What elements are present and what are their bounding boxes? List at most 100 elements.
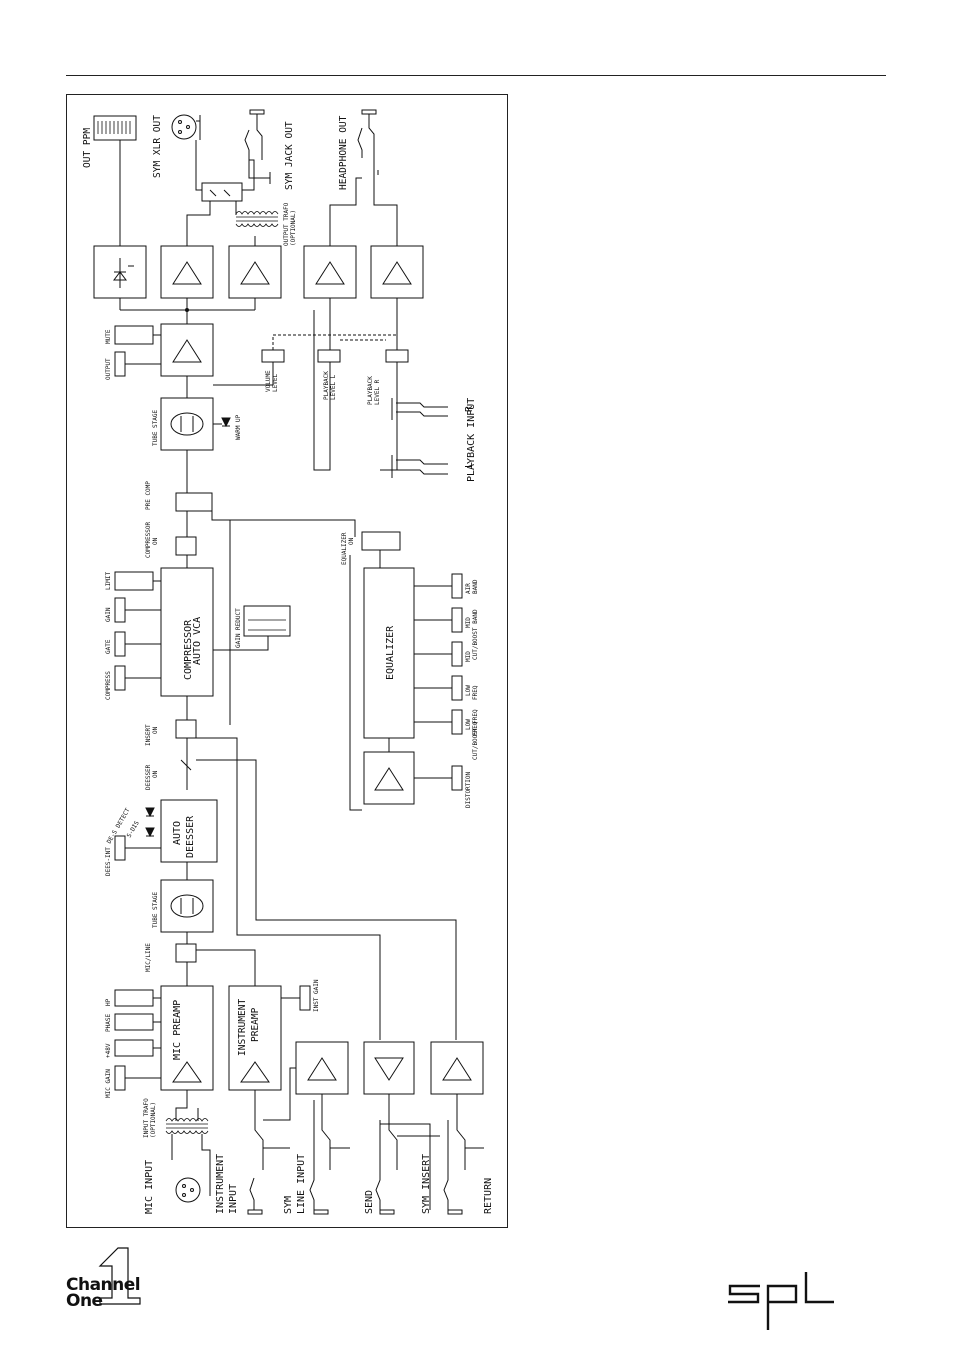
mic-gain-pot: [114, 1065, 126, 1091]
label-air: AIR: [465, 583, 472, 594]
gain-pot: [114, 597, 126, 623]
channel-one-logo-icon: [98, 1247, 141, 1305]
output-amp-block-1: [160, 245, 214, 299]
label-distortion: DISTORTION: [465, 771, 472, 808]
ppm-meter-icon: [93, 115, 137, 141]
label-input-trafo: INPUT TRAFO: [143, 1098, 150, 1138]
air-pot: [451, 573, 463, 599]
label-gate: GATE: [105, 639, 112, 654]
label-sym-xlr-out: SYM XLR OUT: [152, 115, 163, 178]
label-output-trafo-opt: (OPTIONAL): [290, 210, 297, 246]
send-jack-icon: [375, 1094, 398, 1215]
return-jack-icon: [443, 1094, 484, 1215]
xlr-in-icon: [175, 1177, 201, 1203]
label-playback-r-2: LEVEL R: [374, 379, 381, 405]
label-mid-cut: MID: [465, 617, 472, 628]
label-de-s-detect: DE-S DETECT: [106, 807, 132, 845]
label-instrument-input-2: INPUT: [228, 1184, 239, 1214]
label-compress: COMPRESS: [105, 671, 112, 700]
mic-line-switch: [175, 943, 197, 963]
48v-switch: [114, 1039, 154, 1057]
label-playback-input: PLAYBACK INPUT: [466, 398, 477, 482]
label-output: OUTPUT: [105, 358, 112, 380]
tube-stage-block-2: [160, 879, 214, 933]
label-r: R: [464, 405, 475, 412]
label-band: BAND: [472, 579, 479, 594]
label-sym-insert: SYM INSERT: [421, 1154, 432, 1214]
label-freq-mid: FREQ: [472, 685, 479, 700]
mid-cut-pot: [451, 607, 463, 633]
label-instrument-preamp-2: PREAMP: [250, 1007, 261, 1042]
label-gain: GAIN: [105, 607, 112, 622]
label-mic-gain: MIC GAIN: [105, 1069, 112, 1098]
s-dis-led-icon: [145, 827, 155, 838]
headphone-amp-left: [303, 245, 357, 299]
label-inst-gain: INST GAIN: [313, 979, 320, 1012]
line-input-jack-icon: [309, 1094, 350, 1215]
label-return: RETURN: [483, 1178, 494, 1214]
limit-switch: [114, 571, 154, 591]
compressor-on-switch: [175, 536, 197, 556]
spl-logo-icon: [728, 1272, 834, 1330]
input-trafo-icon: [165, 1118, 209, 1134]
label-out-ppm: OUT PPM: [82, 128, 93, 168]
label-equalizer-on-2: ON: [348, 537, 355, 545]
label-dees-int: DEES-INT: [105, 847, 112, 876]
label-compressor-on-1: COMPRESSOR: [145, 521, 152, 558]
label-low-cut: LOW: [465, 685, 472, 696]
label-mic-input: MIC INPUT: [144, 1160, 155, 1214]
output-amp-block-2: [228, 245, 282, 299]
label-mic-preamp: MIC PREAMP: [172, 1000, 183, 1060]
label-warm-up: WARM UP: [235, 414, 242, 440]
warm-up-led-icon: [213, 417, 231, 428]
label-insert-on-2: ON: [152, 726, 159, 734]
label-gain-reduct: GAIN REDUCT: [235, 608, 242, 648]
label-phase: PHASE: [105, 1014, 112, 1032]
logo-channel-text: Channel: [66, 1275, 141, 1295]
label-deesser-on-2: ON: [152, 770, 159, 778]
label-equalizer: EQUALIZER: [385, 625, 396, 680]
label-pre-comp: PRE COMP: [145, 481, 152, 510]
hp-switch: [114, 989, 154, 1007]
tube-stage-block-1: [160, 397, 214, 451]
label-tube-stage-1: TUBE STAGE: [152, 409, 159, 446]
label-sym-jack-out: SYM JACK OUT: [284, 121, 295, 190]
logo-one-text: One: [66, 1291, 103, 1311]
label-playback-l-1: PLAYBACK: [323, 371, 330, 400]
instrument-jack-icon: [247, 1090, 290, 1215]
phase-switch: [114, 1013, 154, 1031]
de-s-led-icon: [145, 807, 155, 818]
output-trafo-icon: [235, 211, 279, 227]
send-amp-block: [363, 1041, 415, 1095]
label-input-trafo-opt: (OPTIONAL): [150, 1102, 157, 1138]
label-mid-cut-boost: CUT/BOOST BAND: [472, 609, 479, 660]
label-volume-level: LEVEL: [272, 374, 279, 392]
label-mid-freq: MID: [465, 651, 472, 662]
label-hp: HP: [105, 998, 112, 1006]
label-auto-vca: AUTO VCA: [192, 617, 203, 665]
line-input-amp-block: [295, 1041, 349, 1095]
label-headphone-out: HEADPHONE OUT: [338, 115, 349, 190]
label-deesser: DEESSER: [185, 815, 196, 858]
header-rule: [66, 75, 886, 76]
label-s-dis: S-DIS: [126, 820, 141, 839]
pre-comp-switch: [175, 492, 213, 512]
equalizer-on-switch: [361, 531, 401, 551]
label-deesser-on-1: DEESSER: [145, 764, 152, 790]
compress-pot: [114, 665, 126, 691]
inst-gain-pot: [299, 985, 311, 1011]
mic-preamp-block: [160, 985, 214, 1091]
low-cut-pot: [451, 675, 463, 701]
playback-jack-r: [391, 398, 448, 420]
output-switch: [201, 182, 243, 202]
playback-jack-l: [391, 455, 448, 478]
low-freq-pot: [451, 709, 463, 735]
return-amp-block: [430, 1041, 484, 1095]
label-low-cut-boost: CUT/BOOST FREQ: [472, 709, 479, 760]
jack-out-icon: [244, 109, 271, 184]
amp-triangles: [172, 261, 412, 285]
volume-pot: [261, 349, 285, 363]
label-sym-line-2: LINE INPUT: [296, 1154, 307, 1214]
label-volume: VOLUME: [265, 370, 272, 392]
